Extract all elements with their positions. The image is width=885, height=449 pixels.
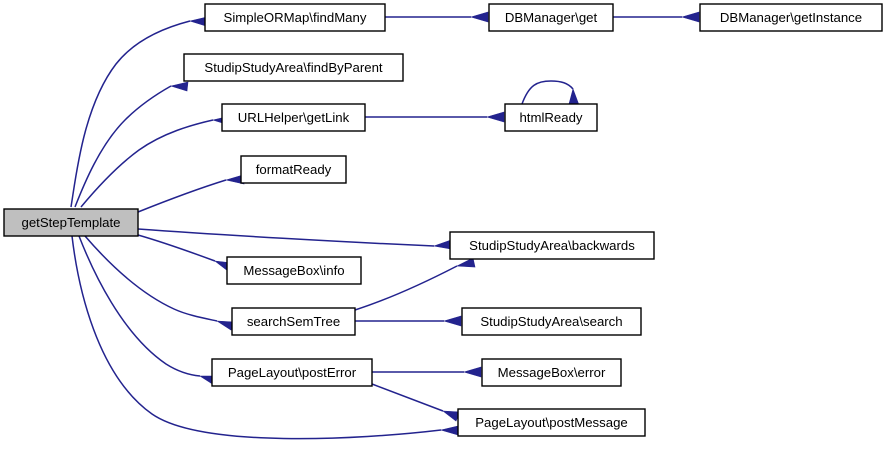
edge-getStepTemplate-to-findMany [70, 16, 208, 208]
edge-line [70, 20, 191, 208]
node-rect[interactable] [457, 408, 646, 437]
edge-getStepTemplate-to-searchSemTree [84, 235, 235, 331]
node-label: DBManager\get [505, 10, 598, 25]
node-rect[interactable] [221, 103, 366, 132]
edge-getStepTemplate-to-backwards [137, 228, 452, 250]
arrowhead-icon [485, 111, 505, 123]
node-label: StudipStudyArea\findByParent [204, 60, 382, 75]
edge-postError-to-postMessage [371, 383, 461, 422]
arrowhead-icon [432, 239, 452, 250]
node-rect[interactable] [699, 3, 883, 32]
node-searchSemTree[interactable]: searchSemTree [231, 307, 356, 336]
node-postError[interactable]: PageLayout\postError [211, 358, 373, 387]
node-rect[interactable] [3, 208, 139, 237]
arrowhead-icon [680, 11, 700, 23]
node-label: URLHelper\getLink [238, 110, 350, 125]
edge-line [84, 235, 218, 322]
arrowhead-icon [442, 315, 462, 327]
edges-layer [70, 11, 700, 440]
node-label: StudipStudyArea\search [480, 314, 622, 329]
node-dbManagerGet[interactable]: DBManager\get [488, 3, 614, 32]
edge-postError-to-messageBoxError [372, 366, 482, 378]
edge-searchSemTree-to-backwards [354, 257, 476, 311]
nodes-layer: getStepTemplate SimpleORMap\findManyStudi… [3, 3, 883, 437]
node-postMessage[interactable]: PageLayout\postMessage [457, 408, 646, 437]
node-dbManagerGetInstance[interactable]: DBManager\getInstance [699, 3, 883, 32]
edge-line [521, 80, 574, 105]
arrowhead-icon [169, 81, 189, 92]
node-label: searchSemTree [247, 314, 340, 329]
node-rect[interactable] [231, 307, 356, 336]
node-label: getStepTemplate [22, 215, 121, 230]
edge-findMany-to-dbManagerGet [385, 11, 489, 23]
node-rect[interactable] [449, 231, 655, 260]
edge-line [71, 235, 442, 440]
edge-getStepTemplate-to-formatReady [137, 174, 245, 213]
edge-htmlReady-to-htmlReady [521, 80, 580, 106]
node-rect[interactable] [226, 256, 362, 285]
node-label: MessageBox\info [243, 263, 344, 278]
node-messageBoxInfo[interactable]: MessageBox\info [226, 256, 362, 285]
arrowhead-icon [469, 11, 489, 23]
edge-searchSemTree-to-search [355, 315, 462, 327]
edge-line [137, 234, 216, 262]
node-getLink[interactable]: URLHelper\getLink [221, 103, 366, 132]
node-search[interactable]: StudipStudyArea\search [461, 307, 642, 336]
edge-getStepTemplate-to-messageBoxInfo [137, 234, 233, 272]
node-rect[interactable] [504, 103, 598, 132]
edge-getStepTemplate-to-getLink [80, 115, 231, 208]
node-messageBoxError[interactable]: MessageBox\error [481, 358, 622, 387]
arrowhead-icon [568, 88, 580, 106]
node-findMany[interactable]: SimpleORMap\findMany [204, 3, 386, 32]
edge-getStepTemplate-to-postError [78, 235, 218, 386]
node-rect[interactable] [488, 3, 614, 32]
node-backwards[interactable]: StudipStudyArea\backwards [449, 231, 655, 260]
node-getStepTemplate[interactable]: getStepTemplate [3, 208, 139, 237]
arrowhead-icon [462, 366, 482, 378]
edge-line [137, 179, 227, 213]
node-label: formatReady [256, 162, 332, 177]
node-rect[interactable] [240, 155, 347, 184]
edge-line [78, 235, 201, 377]
node-rect[interactable] [204, 3, 386, 32]
arrowhead-icon [439, 425, 459, 436]
node-formatReady[interactable]: formatReady [240, 155, 347, 184]
node-label: DBManager\getInstance [720, 10, 862, 25]
edge-line [137, 228, 435, 247]
edge-line [74, 85, 172, 208]
node-label: StudipStudyArea\backwards [469, 238, 635, 253]
node-label: htmlReady [519, 110, 582, 125]
node-htmlReady[interactable]: htmlReady [504, 103, 598, 132]
node-label: SimpleORMap\findMany [224, 10, 367, 25]
edge-getLink-to-htmlReady [365, 111, 505, 123]
node-findByParent[interactable]: StudipStudyArea\findByParent [183, 53, 404, 82]
edge-dbManagerGet-to-dbManagerGetInstance [613, 11, 700, 23]
node-label: PageLayout\postMessage [475, 415, 628, 430]
edge-line [354, 265, 458, 311]
node-label: PageLayout\postError [228, 365, 357, 380]
edge-getStepTemplate-to-findByParent [74, 81, 189, 208]
node-label: MessageBox\error [498, 365, 606, 380]
edge-line [80, 119, 214, 208]
node-rect[interactable] [211, 358, 373, 387]
arrowhead-icon [455, 257, 476, 268]
node-rect[interactable] [183, 53, 404, 82]
edge-line [371, 383, 444, 412]
node-rect[interactable] [461, 307, 642, 336]
node-rect[interactable] [481, 358, 622, 387]
